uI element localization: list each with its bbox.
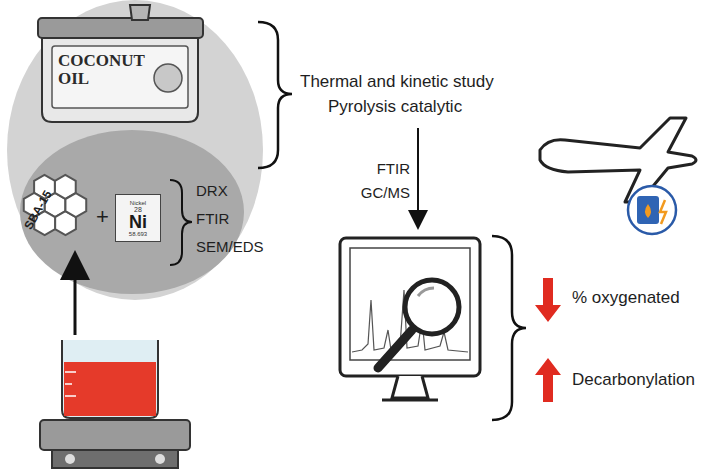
sba15-hexagons <box>13 163 96 247</box>
process-arrow <box>417 128 419 222</box>
background-ellipse <box>7 0 263 300</box>
brace <box>492 236 526 420</box>
monitor <box>340 238 480 400</box>
technique-label: FTIR <box>377 160 410 177</box>
biofuel-icon <box>628 186 676 234</box>
technique-label: DRX <box>196 182 228 199</box>
node-text: Ni <box>129 213 147 231</box>
technique-label: GC/MS <box>361 184 410 201</box>
result-label: Decarbonylation <box>572 370 695 390</box>
brace <box>258 22 292 168</box>
decrease-arrow <box>535 278 561 322</box>
plus-sign: + <box>96 204 109 229</box>
node-text: 58.693 <box>129 231 147 237</box>
synthesis-arrow <box>74 262 77 335</box>
jar-label: COCONUT OIL <box>58 52 146 104</box>
process-label: Pyrolysis catalytic <box>328 97 462 117</box>
coconut-oil-jar <box>38 5 203 122</box>
process-label: Thermal and kinetic study <box>300 72 494 92</box>
node-text: Nickel <box>130 200 146 206</box>
node-text: COCONUT OIL <box>58 52 146 88</box>
result-label: % oxygenated <box>572 288 680 308</box>
technique-label: FTIR <box>196 210 229 227</box>
beaker-hotplate <box>40 340 190 468</box>
airplane <box>540 118 696 202</box>
inner-ellipse <box>20 130 244 294</box>
increase-arrow <box>535 358 561 402</box>
technique-label: SEM/EDS <box>196 238 264 255</box>
brace <box>170 180 192 265</box>
element-box: Nickel28Ni58.693 <box>115 194 161 242</box>
node-text: 28 <box>134 206 142 213</box>
